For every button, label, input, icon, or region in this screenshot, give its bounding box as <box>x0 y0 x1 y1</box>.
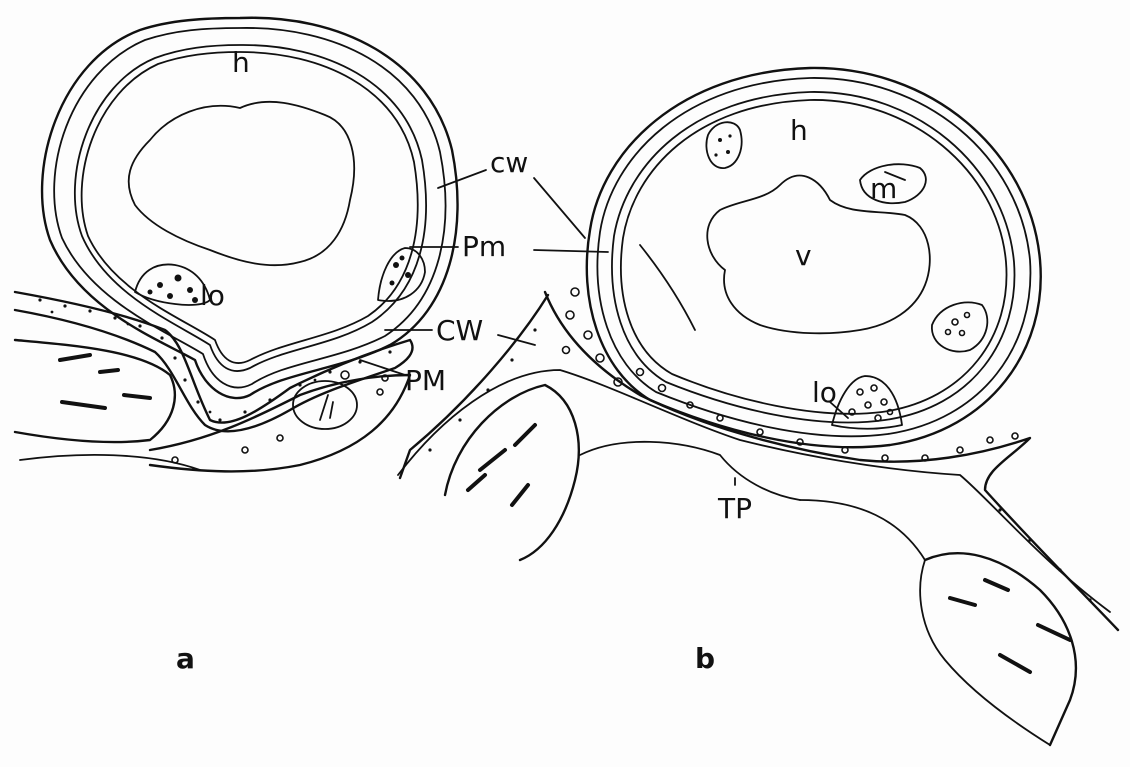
lobe-dots-a <box>148 256 412 304</box>
label-a-h: h <box>232 46 250 79</box>
label-b-m: m <box>870 172 897 205</box>
host-organelles-a <box>172 371 388 463</box>
label-a-cw: cw <box>490 146 528 179</box>
haustorium-a <box>15 18 458 472</box>
host-cell-a1 <box>15 340 175 442</box>
haustorium-a-outer-wall <box>42 18 458 398</box>
lobe-dots-b <box>849 385 893 421</box>
label-a-PM: PM <box>405 364 446 397</box>
host-cell-wall-a <box>15 292 412 431</box>
label-b-tp: TP <box>717 492 752 525</box>
host-cell-b2 <box>925 553 1076 745</box>
label-b-h: h <box>790 114 808 147</box>
wall-stipple-a <box>38 298 391 421</box>
host-cell-a2 <box>150 375 410 471</box>
host-cell-wall-b <box>545 292 1118 630</box>
haustorium-a-vacuole <box>129 102 354 265</box>
organelle-dots-b <box>714 134 969 335</box>
chloroplast-streaks-b <box>468 425 1070 672</box>
label-b-lo: lo <box>812 376 837 409</box>
label-b-v: v <box>795 239 812 272</box>
chloroplast-streaks-a <box>60 355 150 408</box>
panel-label-b: b <box>695 642 715 675</box>
host-cell-b1 <box>445 385 579 560</box>
panel-label-a: a <box>176 642 195 675</box>
haustorium-b-membrane <box>612 92 1014 423</box>
label-a-pm: Pm <box>462 230 506 263</box>
label-a-lo: lo <box>200 279 225 312</box>
label-a-CW: CW <box>436 314 483 347</box>
